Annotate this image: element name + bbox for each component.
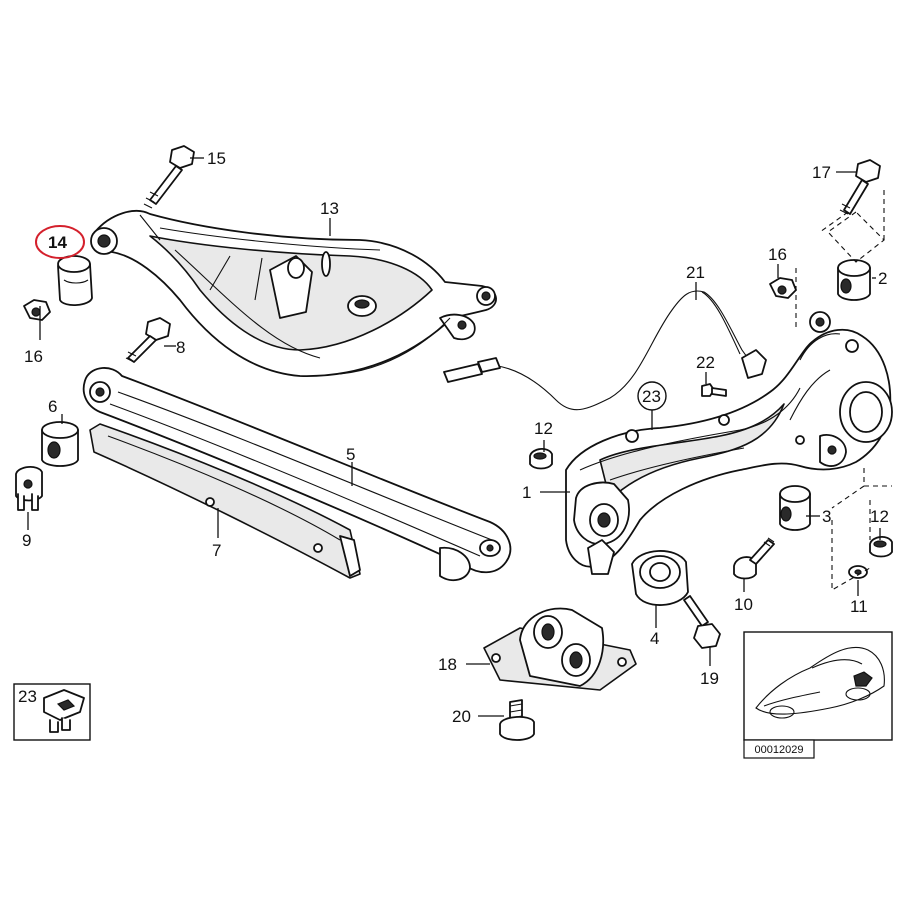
- bushing-14[interactable]: [57, 255, 93, 306]
- callout-17: 17: [812, 163, 831, 182]
- bolt-10[interactable]: [733, 537, 775, 580]
- lower-link-5[interactable]: [82, 367, 512, 582]
- callout-16-right: 16: [768, 245, 787, 264]
- highlight-ring-14: [35, 225, 85, 259]
- callout-21: 21: [686, 263, 705, 282]
- nut-16-left[interactable]: [23, 299, 51, 321]
- vehicle-reference-inset: 00012029: [743, 631, 893, 759]
- callout-2: 2: [878, 269, 887, 288]
- wheel-carrier-1[interactable]: [565, 311, 893, 575]
- inset-clip-23: [13, 683, 91, 741]
- callout-23: 23: [642, 387, 661, 406]
- cover-7[interactable]: [89, 423, 361, 579]
- callout-18: 18: [438, 655, 457, 674]
- washer-11[interactable]: [848, 565, 868, 579]
- callout-23-inset: 23: [18, 687, 37, 706]
- bolt-17[interactable]: [839, 159, 881, 215]
- callout-5: 5: [346, 445, 355, 464]
- callout-8: 8: [176, 338, 185, 357]
- callout-12-left: 12: [534, 419, 553, 438]
- callout-7: 7: [212, 541, 221, 560]
- clip-9[interactable]: [15, 466, 43, 511]
- callout-6: 6: [48, 397, 57, 416]
- screw-22[interactable]: [701, 383, 727, 397]
- reference-number: 00012029: [755, 744, 804, 756]
- callout-14: 14: [48, 233, 67, 252]
- nut-12-right[interactable]: [869, 536, 893, 558]
- callout-13: 13: [320, 199, 339, 218]
- callout-15: 15: [207, 149, 226, 168]
- nut-16-right[interactable]: [769, 277, 797, 299]
- callout-4: 4: [650, 629, 659, 648]
- mount-bracket-18[interactable]: [483, 607, 637, 691]
- callout-10: 10: [734, 595, 753, 614]
- bolt-19[interactable]: [683, 595, 721, 649]
- leader-lines: [27, 157, 881, 717]
- callout-3: 3: [822, 507, 831, 526]
- circled-callout-ring-23: [637, 381, 667, 411]
- callout-11: 11: [850, 597, 868, 616]
- guide-lines: [795, 190, 892, 591]
- callout-22: 22: [696, 353, 715, 372]
- callout-16-left: 16: [24, 347, 43, 366]
- bushing-4[interactable]: [631, 550, 689, 606]
- control-arm-13[interactable]: [90, 210, 497, 377]
- sensor-cable-21[interactable]: [443, 290, 767, 411]
- bolt-8[interactable]: [125, 317, 171, 363]
- bushing-6[interactable]: [41, 421, 79, 467]
- bolt-15[interactable]: [143, 145, 195, 209]
- bushing-2[interactable]: [837, 259, 871, 301]
- callout-1: 1: [522, 483, 531, 502]
- callout-19: 19: [700, 669, 719, 688]
- callout-20: 20: [452, 707, 471, 726]
- callout-9: 9: [22, 531, 31, 550]
- nut-12-left[interactable]: [529, 448, 553, 470]
- callout-labels: 15 13 14 16 8 6 5 7 9 21 16 17 2 22 23 1…: [18, 149, 889, 726]
- bolt-20[interactable]: [499, 699, 535, 741]
- bushing-3[interactable]: [779, 485, 811, 531]
- callout-12-right: 12: [870, 507, 889, 526]
